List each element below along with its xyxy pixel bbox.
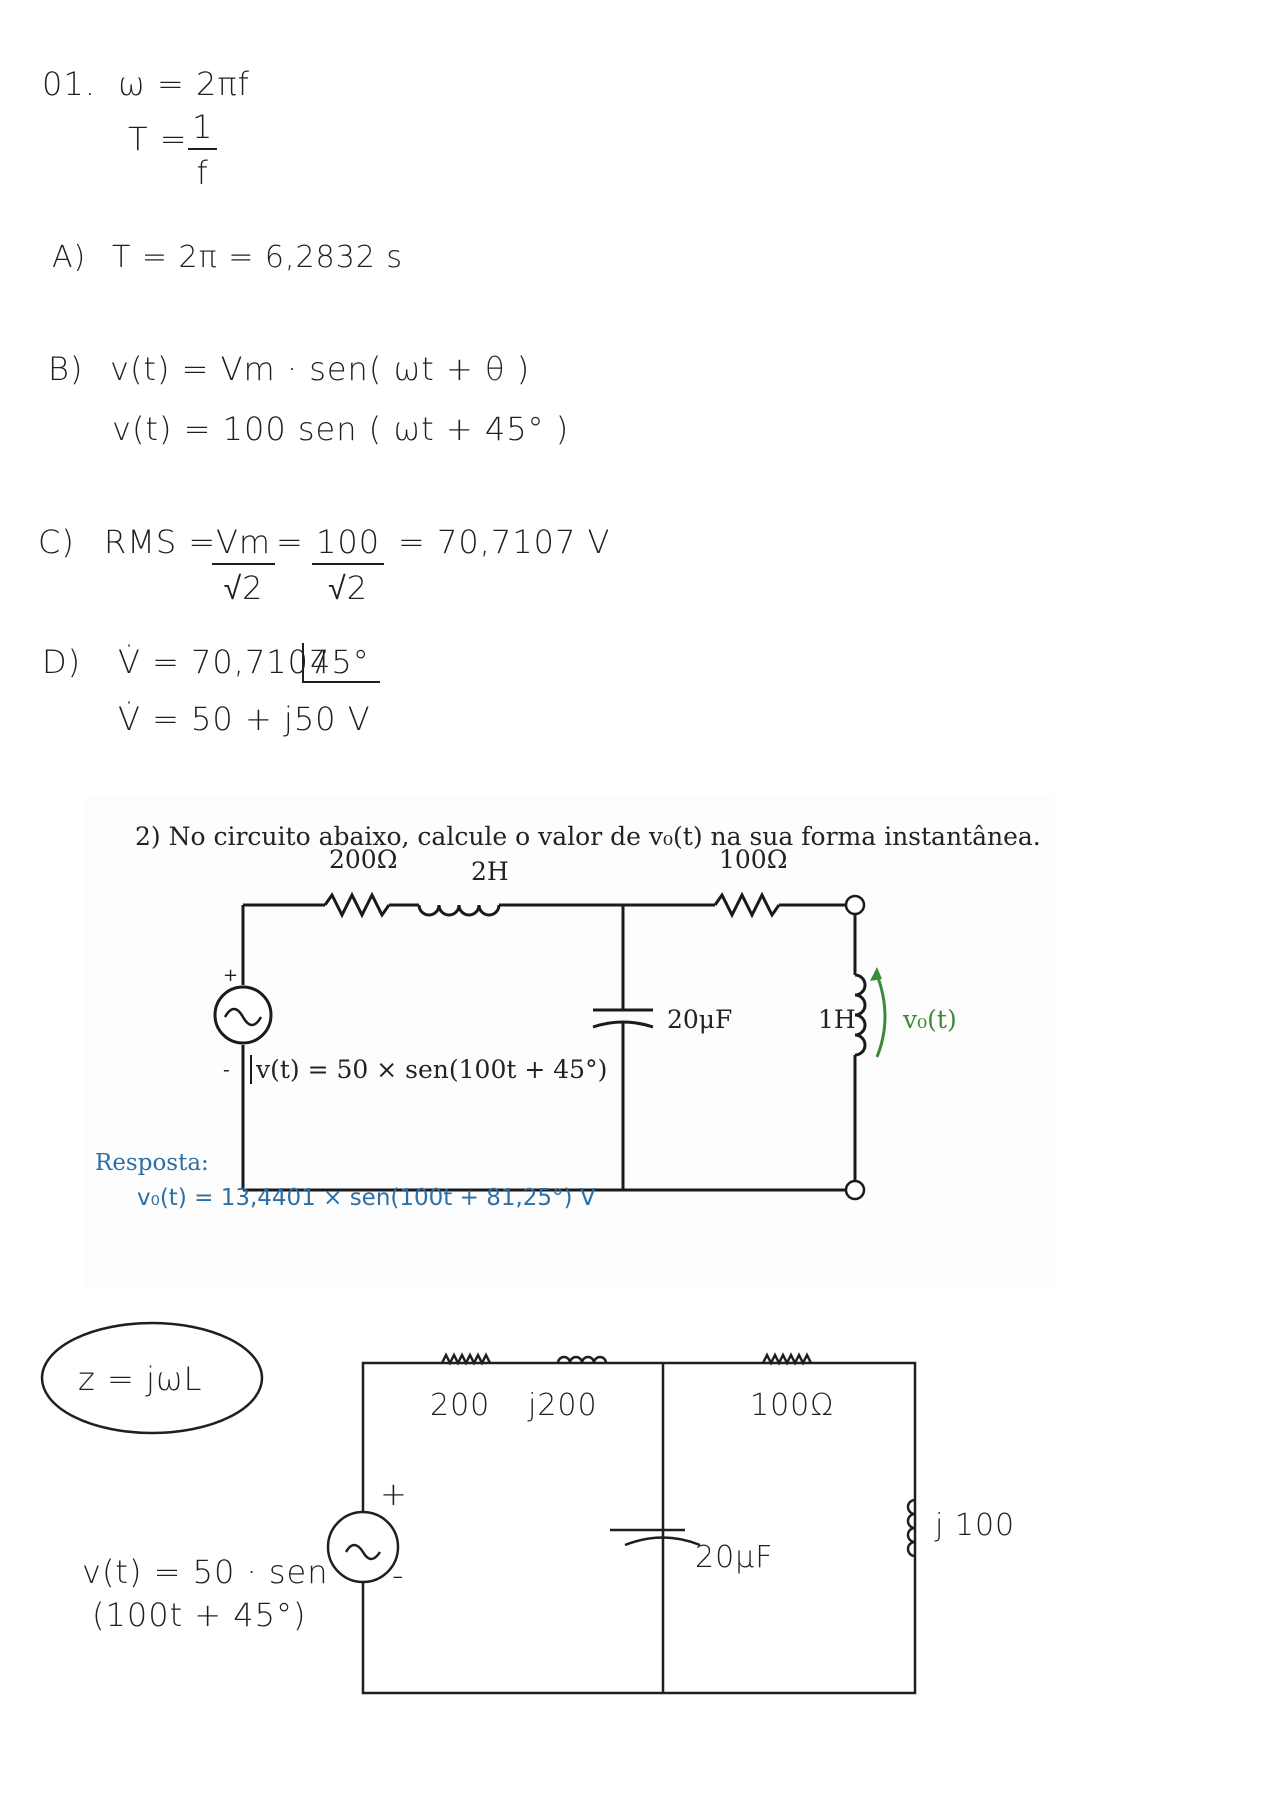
handwritten-resistor-200 [440, 1352, 492, 1366]
label-source: v(t) = 50 × sen(100t + 45°) [250, 1055, 607, 1084]
work-label-l-j200: j200 [528, 1388, 598, 1423]
label-l-2h: 2H [471, 857, 509, 886]
answer-text: v₀(t) = 13,4401 × sen(100t + 81,25°) V [137, 1185, 596, 1211]
work-source-plus: + [380, 1475, 408, 1513]
item-d-angle: 45° [302, 643, 380, 683]
question2-excerpt: 2) No circuito abaixo, calcule o valor d… [85, 795, 1055, 1290]
item-c-result: = 70,7107 V [398, 523, 611, 561]
terminal-top-icon [844, 894, 866, 916]
item-b-line2: v(t) = 100 sen ( ωt + 45° ) [112, 410, 570, 448]
item-d-line1: V̇ = 70,7107 [118, 643, 331, 681]
item-b-label: B) [48, 350, 84, 388]
source-plus: + [223, 965, 239, 986]
item-c-fraction2: 100 √2 [312, 523, 385, 607]
resistor-100-symbol [713, 891, 781, 919]
label-r-100: 100Ω [719, 845, 788, 874]
item-b-line1: v(t) = Vm · sen( ωt + θ ) [110, 350, 531, 388]
label-cap-20uf: 20μF [667, 1005, 733, 1034]
impedance-note-ellipse [40, 1321, 264, 1435]
impedance-note: z = jωL [78, 1360, 203, 1398]
source-minus: - [223, 1057, 230, 1081]
work-label-r-100: 100Ω [750, 1388, 835, 1423]
item-d-label: D) [42, 643, 82, 681]
item-c-rms: RMS = [104, 523, 217, 561]
inductor-2h-symbol [417, 904, 501, 917]
period-lhs: T = [128, 120, 188, 158]
c-fraction1-denominator: √2 [223, 569, 264, 607]
period-numerator: 1 [188, 108, 218, 150]
work-label-cap: 20μF [695, 1540, 774, 1575]
period-denominator: f [196, 154, 209, 192]
handwritten-source-circle [326, 1510, 400, 1584]
omega-formula: ω = 2πf [118, 65, 250, 103]
handwritten-inductor-j200 [556, 1355, 608, 1364]
item-a-text: T = 2π = 6,2832 s [112, 240, 404, 275]
textbook-circuit [213, 891, 887, 1201]
item-d-line2: V̇ = 50 + j50 V [118, 700, 371, 738]
item-c-fraction1: Vm √2 [212, 523, 276, 607]
item-a-label: A) [52, 240, 87, 275]
handwritten-resistor-100 [761, 1352, 813, 1366]
terminal-bottom-icon [844, 1179, 866, 1201]
vout-arrow [875, 974, 887, 1058]
sine-icon [223, 1007, 263, 1027]
work-source-minus: - [392, 1556, 405, 1594]
work-label-l-j100: j 100 [935, 1508, 1016, 1543]
handwritten-sine-icon [344, 1543, 382, 1561]
resistor-200-symbol [323, 891, 391, 919]
handwritten-inductor-j100 [906, 1498, 916, 1558]
c-fraction2-denominator: √2 [328, 569, 368, 607]
vout-arrowhead-icon [870, 967, 882, 981]
label-r-200: 200Ω [329, 845, 398, 874]
period-fraction: 1 f [188, 108, 218, 192]
handwritten-cap-plate-bottom [624, 1536, 701, 1547]
question2-statement: 2) No circuito abaixo, calcule o valor d… [135, 822, 1041, 851]
label-l-1h: 1H [818, 1005, 856, 1034]
inductor-1h-symbol [854, 973, 867, 1057]
capacitor-plate-bottom [592, 1020, 654, 1029]
label-vout: v₀(t) [903, 1005, 957, 1034]
work-label-r-200: 200 [430, 1388, 491, 1423]
c-fraction2-numerator: 100 [312, 523, 385, 565]
item-c-label: C) [38, 523, 75, 561]
answer-label: Resposta: [95, 1150, 209, 1176]
q1-number: 01. [42, 65, 96, 103]
item-c-equals: = [276, 523, 304, 561]
c-fraction1-numerator: Vm [212, 523, 276, 565]
work-source-line2: (100t + 45°) [92, 1596, 307, 1634]
work-source-line1: v(t) = 50 · sen [82, 1553, 329, 1591]
